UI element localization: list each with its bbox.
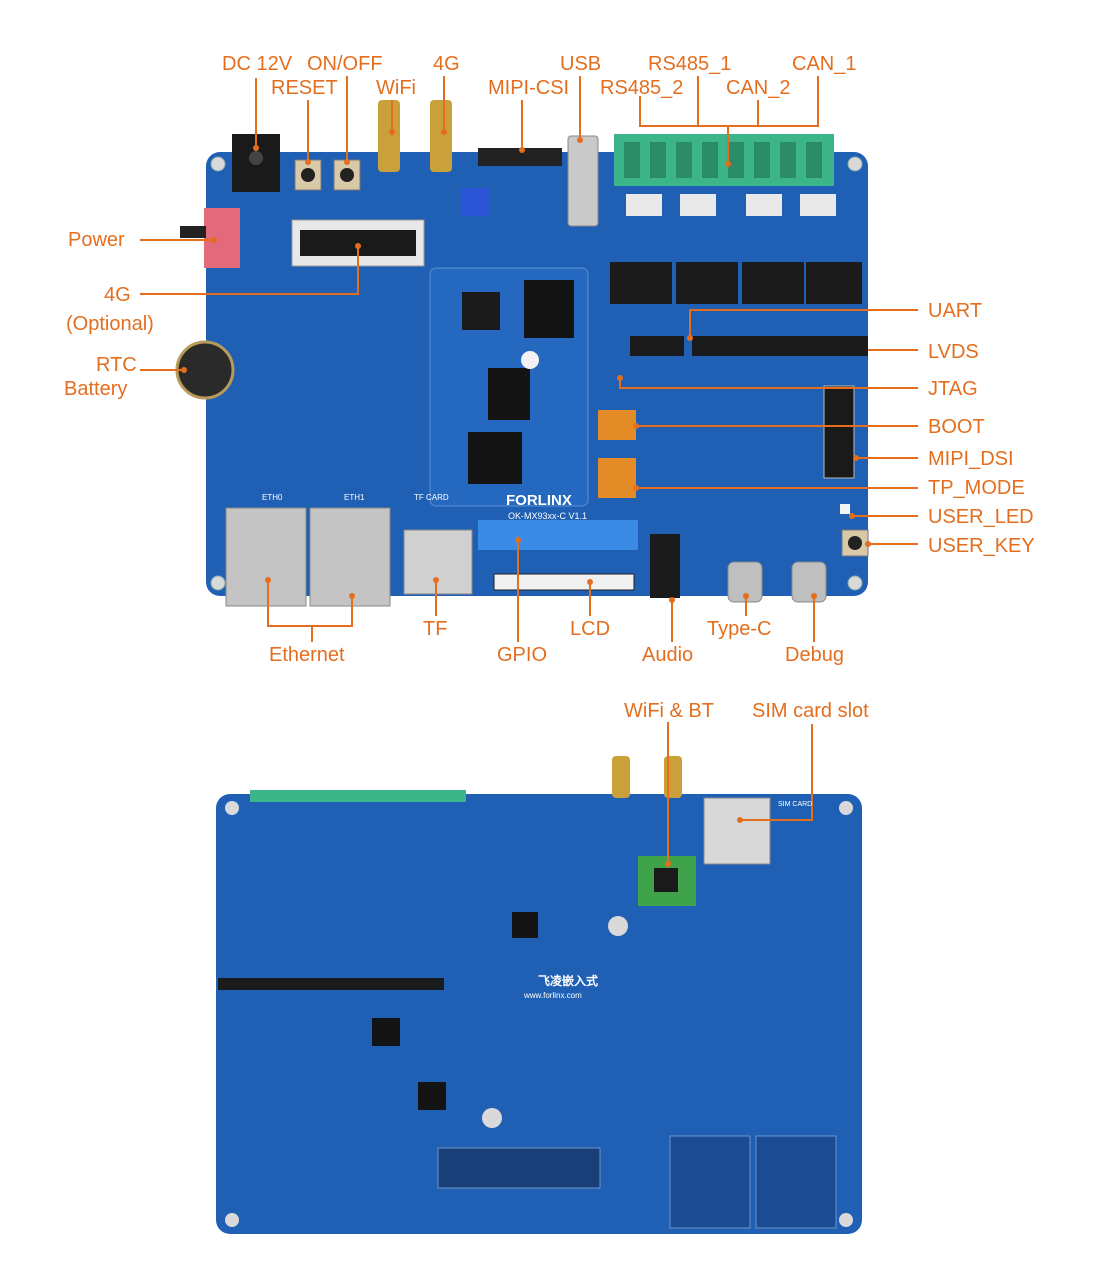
label-boot: BOOT: [928, 416, 985, 438]
sim-card-slot: [703, 797, 771, 865]
label-wifi: WiFi: [376, 77, 416, 99]
silk-eth1: ETH1: [344, 493, 365, 502]
label-4g-optional-line1: 4G: [104, 284, 131, 306]
lcd-connector: [493, 573, 635, 591]
boot-dip-switch: [598, 410, 636, 440]
uart-header: [630, 336, 684, 356]
label-audio: Audio: [642, 644, 694, 666]
silk-model: OK-MX93xx-C V1.1: [508, 511, 587, 521]
chip: [462, 292, 500, 330]
label-jtag: JTAG: [928, 378, 978, 400]
label-sim-card-slot: SIM card slot: [752, 700, 869, 722]
silk-brand-cn: 飞凌嵌入式: [538, 973, 598, 988]
label-lcd: LCD: [570, 618, 611, 640]
label-mipi-csi: MIPI-CSI: [488, 77, 570, 99]
mount-hole: [210, 575, 226, 591]
silk-url: www.forlinx.com: [523, 991, 582, 1000]
power-switch-part: [204, 208, 240, 268]
label-4g: 4G: [433, 53, 460, 75]
label-dc12v: DC 12V: [222, 53, 293, 75]
eth1-jack: [309, 507, 391, 607]
eth0-jack: [225, 507, 307, 607]
leader-lines: [140, 76, 918, 864]
usb-connector: [567, 135, 599, 227]
lvds-header: [692, 336, 868, 356]
bottom-pcb: [216, 794, 862, 1234]
label-usb: USB: [560, 53, 602, 75]
soc-chip: [488, 368, 530, 420]
gpio-header: [478, 520, 638, 550]
label-debug: Debug: [785, 644, 844, 666]
arrow-marker: [521, 351, 539, 369]
silk-tfcard: TF CARD: [414, 493, 449, 502]
user-led-part: [840, 504, 850, 514]
wifi-antenna-connector: [378, 100, 400, 172]
label-power: Power: [68, 229, 125, 251]
label-wifi-bt: WiFi & BT: [624, 700, 714, 722]
label-reset: RESET: [271, 77, 338, 99]
label-tp-mode: TP_MODE: [928, 477, 1025, 499]
mount-hole: [847, 575, 863, 591]
label-user-key: USER_KEY: [928, 535, 1035, 557]
4g-antenna-connector: [430, 100, 452, 172]
label-rtc-line1: RTC: [96, 354, 137, 376]
label-tf: TF: [423, 618, 448, 640]
tp-mode-dip-switch: [598, 458, 636, 498]
label-gpio: GPIO: [497, 644, 548, 666]
label-lvds: LVDS: [928, 341, 979, 363]
mipi-csi-connector: [478, 148, 562, 166]
mipi-dsi-connector: [823, 385, 855, 479]
tf-slot: [403, 529, 473, 595]
label-uart: UART: [928, 300, 983, 322]
mount-hole: [210, 156, 226, 172]
label-ethernet: Ethernet: [269, 644, 345, 666]
label-typec: Type-C: [707, 618, 772, 640]
label-rs485-1: RS485_1: [648, 53, 732, 75]
label-can-1: CAN_1: [792, 53, 857, 75]
audio-jack: [650, 534, 680, 598]
label-user-led: USER_LED: [928, 506, 1034, 528]
debug-port: [791, 561, 827, 603]
terminal-block: [614, 134, 834, 186]
chip: [468, 432, 522, 484]
silk-eth0: ETH0: [262, 493, 283, 502]
bottom-board: [216, 756, 862, 1234]
label-onoff: ON/OFF: [307, 53, 383, 75]
chip: [524, 280, 574, 338]
label-4g-optional-line2: (Optional): [66, 313, 154, 335]
silk-sim-card: SIM CARD: [778, 801, 812, 808]
mount-hole: [847, 156, 863, 172]
label-rtc-line2: Battery: [64, 378, 128, 400]
label-rs485-2: RS485_2: [600, 77, 684, 99]
top-board: [175, 100, 869, 607]
label-mipi-dsi: MIPI_DSI: [928, 448, 1014, 470]
silk-brand: FORLINX: [506, 492, 572, 509]
label-can-2: CAN_2: [726, 77, 791, 99]
